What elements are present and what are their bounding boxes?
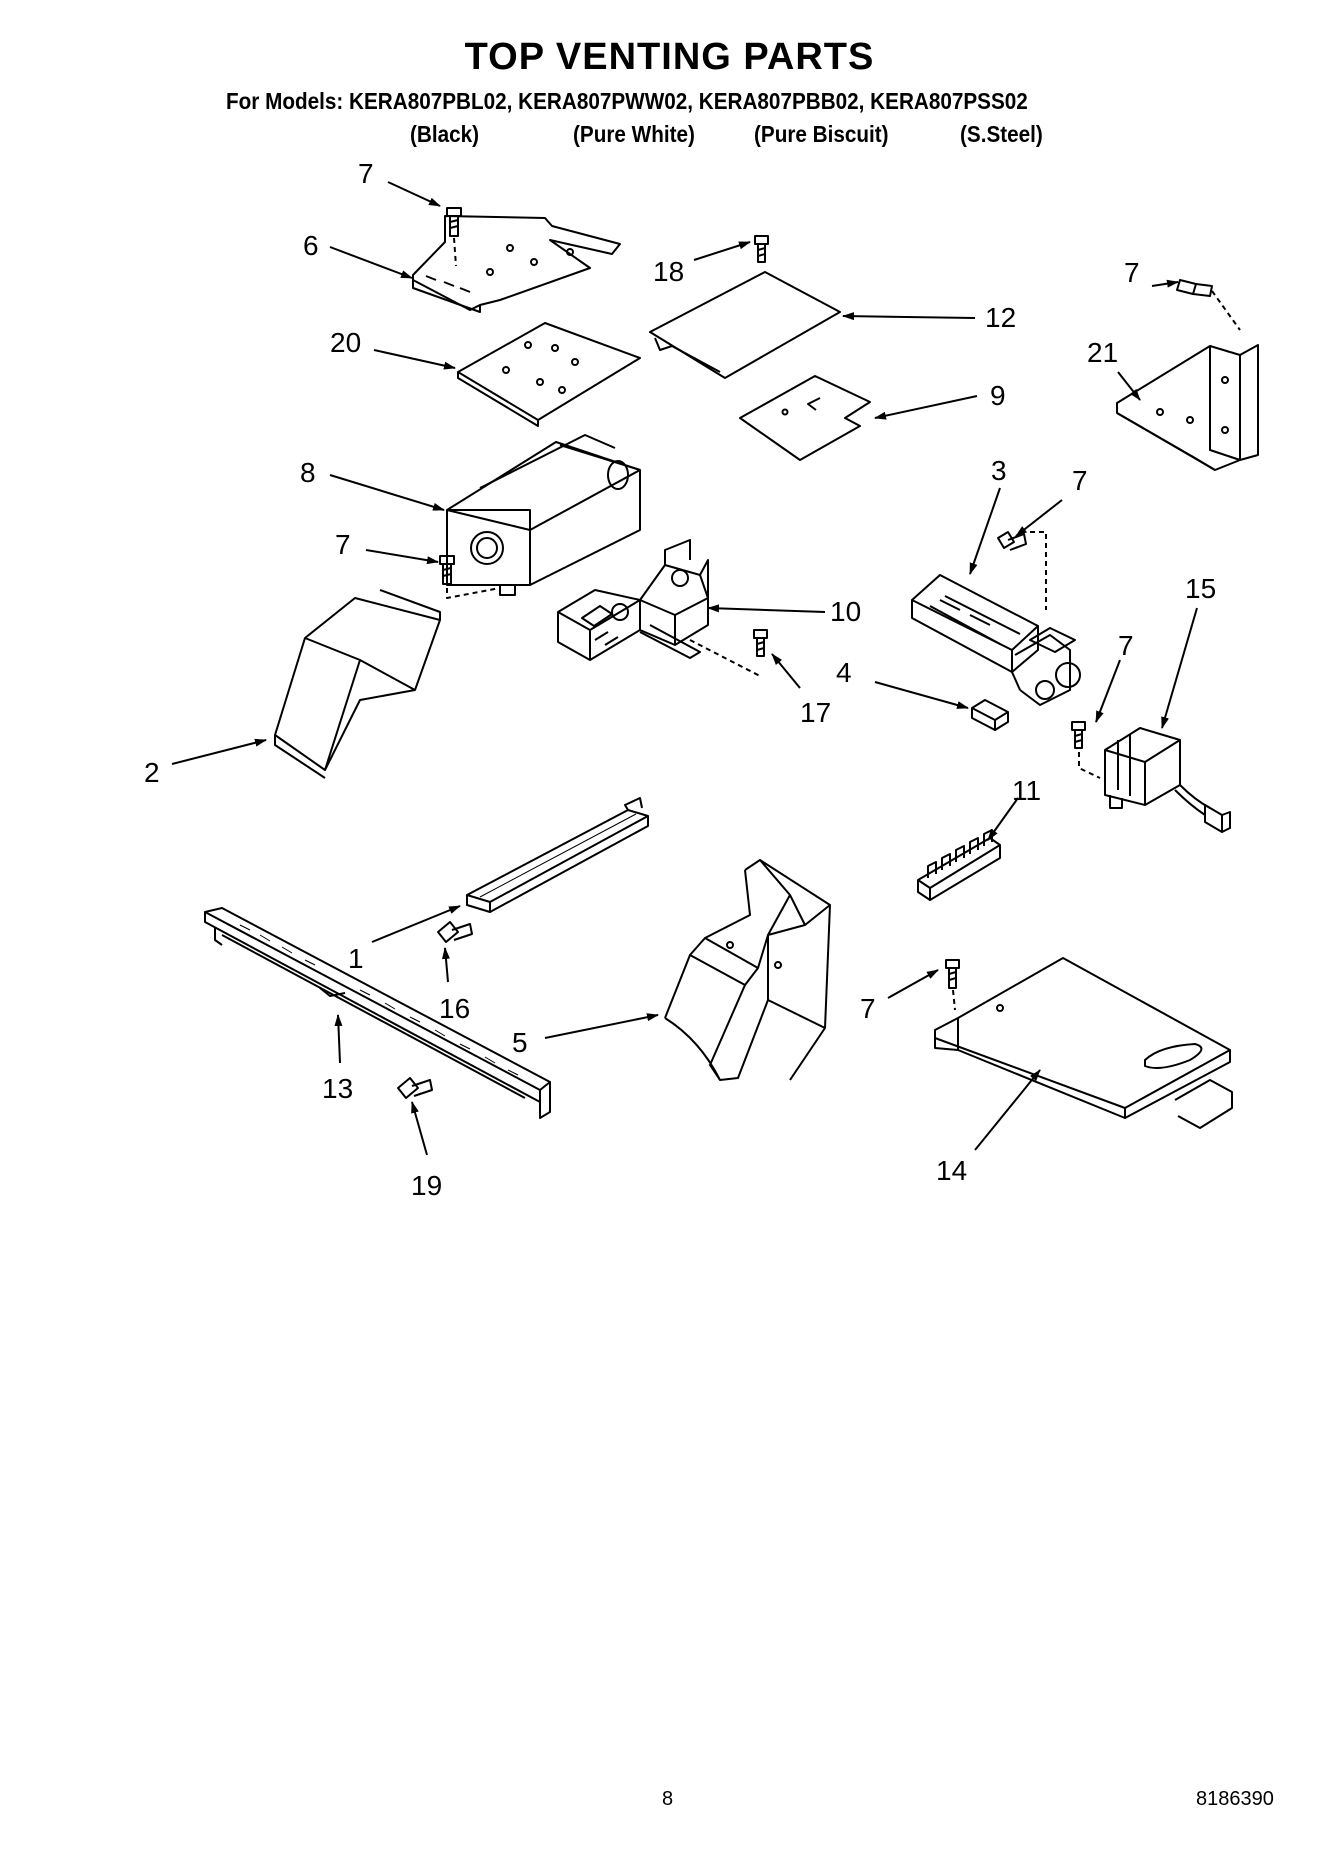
color-stainless-steel: (S.Steel): [960, 121, 1043, 147]
terminal-block-part-10: [557, 539, 709, 661]
callout-7: 7: [1124, 257, 1140, 288]
duct-part-5: [664, 859, 831, 1081]
box-part-8: [446, 434, 641, 596]
callout-7: 7: [1072, 465, 1088, 496]
callout-5: 5: [512, 1027, 528, 1058]
callout-7: 7: [358, 158, 374, 189]
callout-3: 3: [991, 455, 1007, 486]
screw-part-17: [689, 629, 768, 677]
page-number: 8: [662, 1788, 674, 1810]
callout-15: 15: [1185, 573, 1216, 604]
callout-7: 7: [1118, 630, 1134, 661]
callout-7: 7: [860, 993, 876, 1024]
callout-4: 4: [836, 657, 852, 688]
callout-labels: 7 6 20 18 12 9 7 21 8 3 7 7 15 10 7 4 17…: [144, 158, 1216, 1201]
screw-part-7-bottom-right: [945, 959, 960, 1011]
callout-17: 17: [800, 697, 831, 728]
callout-18: 18: [653, 256, 684, 287]
plate-part-12: [649, 271, 841, 379]
document-number: 8186390: [1196, 1788, 1274, 1810]
callout-7: 7: [335, 529, 351, 560]
screw-part-16: [437, 921, 473, 943]
screw-part-7-transformer: [1071, 721, 1101, 779]
plate-part-20: [457, 322, 641, 427]
transformer-part-15: [1104, 727, 1231, 833]
callout-19: 19: [411, 1170, 442, 1201]
callout-9: 9: [990, 380, 1006, 411]
color-pure-biscuit: (Pure Biscuit): [754, 121, 889, 147]
callout-12: 12: [985, 302, 1016, 333]
bracket-part-21: [1116, 344, 1259, 471]
screw-part-19: [397, 1077, 433, 1099]
callout-11: 11: [1012, 775, 1041, 806]
plate-part-9: [739, 375, 871, 461]
screw-part-7-left-middle: [439, 555, 501, 599]
plate-part-14: [934, 957, 1233, 1129]
page-title: TOP VENTING PARTS: [464, 36, 875, 78]
callout-10: 10: [830, 596, 861, 627]
chute-part-2: [274, 589, 441, 779]
callout-21: 21: [1087, 337, 1118, 368]
leader-arrows: [171, 181, 1198, 1156]
screw-part-7-top: [446, 207, 462, 267]
callout-14: 14: [936, 1155, 967, 1186]
callout-1: 1: [348, 943, 364, 974]
color-black: (Black): [410, 121, 480, 147]
bracket-part-13: [204, 907, 551, 1119]
callout-13: 13: [322, 1073, 353, 1104]
bracket-part-6: [412, 215, 621, 313]
rail-part-1: [466, 797, 649, 913]
callout-6: 6: [303, 230, 319, 261]
callout-16: 16: [439, 993, 470, 1024]
callout-2: 2: [144, 757, 160, 788]
screw-part-18: [754, 235, 769, 263]
block-part-4: [971, 699, 1009, 731]
terminal-strip-part-11: [917, 829, 1001, 901]
screw-part-7-right-top: [1176, 279, 1241, 331]
callout-20: 20: [330, 327, 361, 358]
screw-part-7-assembly: [997, 531, 1047, 610]
callout-8: 8: [300, 457, 316, 488]
color-pure-white: (Pure White): [573, 121, 695, 147]
assembly-part-3: [911, 574, 1081, 706]
models-line: For Models: KERA807PBL02, KERA807PWW02, …: [226, 88, 1028, 114]
